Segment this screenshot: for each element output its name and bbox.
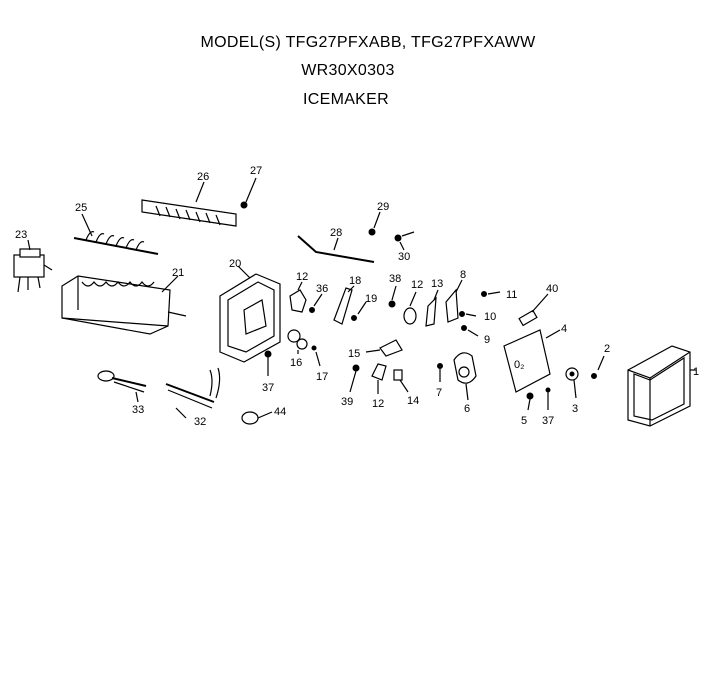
callout-19: 19	[365, 293, 377, 305]
callout-33: 33	[132, 404, 144, 416]
callout-5: 5	[521, 415, 527, 427]
part-12-coupler	[403, 291, 417, 325]
part-37-screw-2	[545, 387, 551, 410]
callout-40: 40	[546, 283, 558, 295]
callout-37a: 37	[262, 382, 274, 394]
callout-12a: 12	[296, 271, 308, 283]
part-27-screw	[240, 177, 257, 209]
callout-36: 36	[316, 283, 328, 295]
models-title: MODEL(S) TFG27PFXABB, TFG27PFXAWW	[200, 34, 536, 51]
part-15-switch	[365, 339, 403, 357]
part-12-switch	[371, 363, 387, 394]
callout-37b: 37	[542, 415, 554, 427]
part-21-mold	[61, 275, 187, 335]
callout-28: 28	[330, 227, 342, 239]
callout-11: 11	[506, 289, 517, 301]
callout-23: 23	[15, 229, 27, 241]
callout-32: 32	[194, 416, 206, 428]
part-6-motor	[453, 352, 477, 401]
part-29-30-clip	[368, 211, 415, 251]
callout-29: 29	[377, 201, 389, 213]
callout-27: 27	[250, 165, 262, 177]
callout-20: 20	[229, 258, 241, 270]
callout-38: 38	[389, 273, 401, 285]
callout-39: 39	[341, 396, 353, 408]
part-9-screw	[461, 325, 479, 337]
assembly-title: ICEMAKER	[303, 91, 389, 108]
callout-4: 4	[561, 323, 567, 335]
part-37-screw	[264, 350, 272, 376]
callout-9: 9	[484, 334, 490, 346]
part-7-screw	[437, 363, 443, 382]
part-20-housing	[219, 265, 281, 363]
part-8-bracket	[445, 279, 463, 323]
part-23-connector	[13, 239, 53, 293]
part-5-screw	[526, 392, 534, 411]
callout-13: 13	[431, 278, 443, 290]
callout-12c: 12	[372, 398, 384, 410]
callout-44: 44	[274, 406, 286, 418]
part-17-screw	[311, 345, 321, 367]
part-40-thermostat	[518, 293, 549, 327]
part-16-gear	[287, 329, 308, 354]
callout-10: 10	[484, 311, 496, 323]
part-3-fan	[565, 367, 579, 399]
part-26-stripper	[141, 181, 237, 227]
callout-6: 6	[464, 403, 470, 415]
part-14-connector	[393, 369, 409, 393]
part-32-valve	[165, 367, 221, 419]
part-19-screw	[351, 301, 367, 321]
part-4-plate: 0₂	[503, 329, 561, 393]
part-44-knob	[241, 411, 273, 425]
part-number-title: WR30X0303	[301, 62, 395, 79]
callout-18: 18	[349, 275, 361, 287]
callout-16: 16	[290, 357, 302, 369]
callout-17: 17	[316, 371, 328, 383]
callout-26: 26	[197, 171, 209, 183]
part-33-fill-cup	[97, 370, 147, 403]
part-10-screw	[459, 311, 477, 317]
callout-30: 30	[398, 251, 410, 263]
callout-14: 14	[407, 395, 419, 407]
callout-7: 7	[436, 387, 442, 399]
part-25-ejector-blade	[73, 213, 159, 255]
part-13-spring	[425, 289, 439, 327]
part-38-screw	[388, 285, 397, 308]
svg-text:0₂: 0₂	[514, 359, 524, 371]
callout-25: 25	[75, 202, 87, 214]
callout-15: 15	[348, 348, 360, 360]
part-12-cam	[289, 281, 307, 313]
part-39-screw	[349, 364, 360, 393]
part-1-cover	[627, 345, 696, 427]
callout-21: 21	[172, 267, 184, 279]
callout-8: 8	[460, 269, 466, 281]
callout-3: 3	[572, 403, 578, 415]
part-11-screw	[481, 291, 501, 297]
part-28-shutoff-arm	[297, 235, 375, 263]
callout-12b: 12	[411, 279, 423, 291]
callout-1: 1	[693, 366, 699, 378]
part-36-screw	[309, 293, 323, 313]
part-18-lever	[333, 285, 355, 325]
callout-2: 2	[604, 343, 610, 355]
part-2-screw	[591, 355, 605, 379]
